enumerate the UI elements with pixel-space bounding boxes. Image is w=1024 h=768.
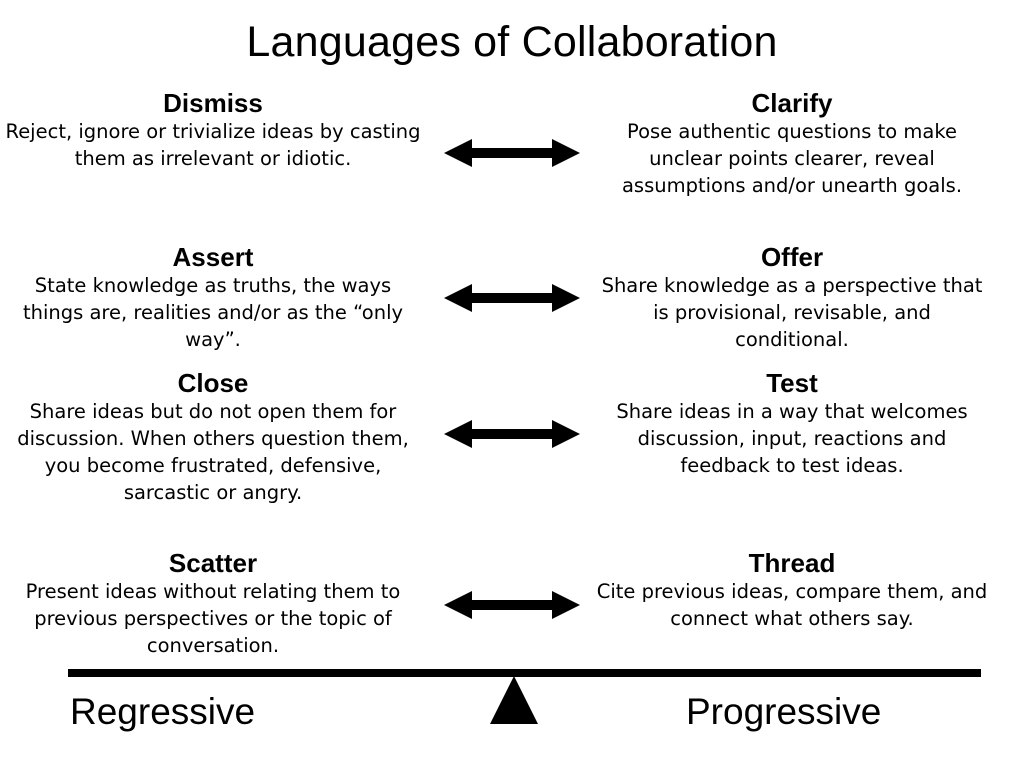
term-description: Share ideas but do not open them for dis… — [17, 400, 409, 504]
term-name: Clarify — [751, 88, 833, 118]
double-headed-arrow-icon — [444, 591, 580, 619]
term-card-thread: Thread Cite previous ideas, compare them… — [596, 548, 988, 632]
term-name: Thread — [748, 548, 836, 578]
regressive-label: Regressive — [70, 691, 256, 732]
term-card-dismiss: Dismiss Reject, ignore or trivialize ide… — [4, 88, 422, 172]
term-card-offer: Offer Share knowledge as a perspective t… — [596, 242, 988, 353]
term-description: State knowledge as truths, the ways thin… — [22, 274, 404, 351]
page-title: Languages of Collaboration — [246, 18, 778, 66]
term-description: Present ideas without relating them to p… — [25, 580, 401, 657]
term-name: Dismiss — [163, 88, 263, 118]
term-name: Offer — [760, 242, 824, 272]
term-description: Share ideas in a way that welcomes discu… — [616, 400, 968, 477]
term-name: Close — [177, 368, 249, 398]
term-card-assert: Assert State knowledge as truths, the wa… — [4, 242, 422, 353]
term-description: Cite previous ideas, compare them, and c… — [596, 580, 988, 630]
term-card-clarify: Clarify Pose authentic questions to make… — [596, 88, 988, 199]
term-card-close: Close Share ideas but do not open them f… — [4, 368, 422, 506]
term-card-scatter: Scatter Present ideas without relating t… — [4, 548, 422, 659]
term-name: Scatter — [168, 548, 258, 578]
triangle-fulcrum-icon — [490, 676, 538, 724]
double-headed-arrow-icon — [444, 284, 580, 312]
term-name: Test — [766, 368, 818, 398]
double-headed-arrow-icon — [444, 420, 580, 448]
balance-beam — [68, 669, 981, 677]
double-headed-arrow-icon — [444, 139, 580, 167]
progressive-label: Progressive — [686, 691, 882, 732]
term-description: Reject, ignore or trivialize ideas by ca… — [5, 120, 421, 170]
term-card-test: Test Share ideas in a way that welcomes … — [596, 368, 988, 479]
term-description: Share knowledge as a perspective that is… — [601, 274, 983, 351]
term-name: Assert — [172, 242, 254, 272]
term-description: Pose authentic questions to make unclear… — [621, 120, 963, 197]
